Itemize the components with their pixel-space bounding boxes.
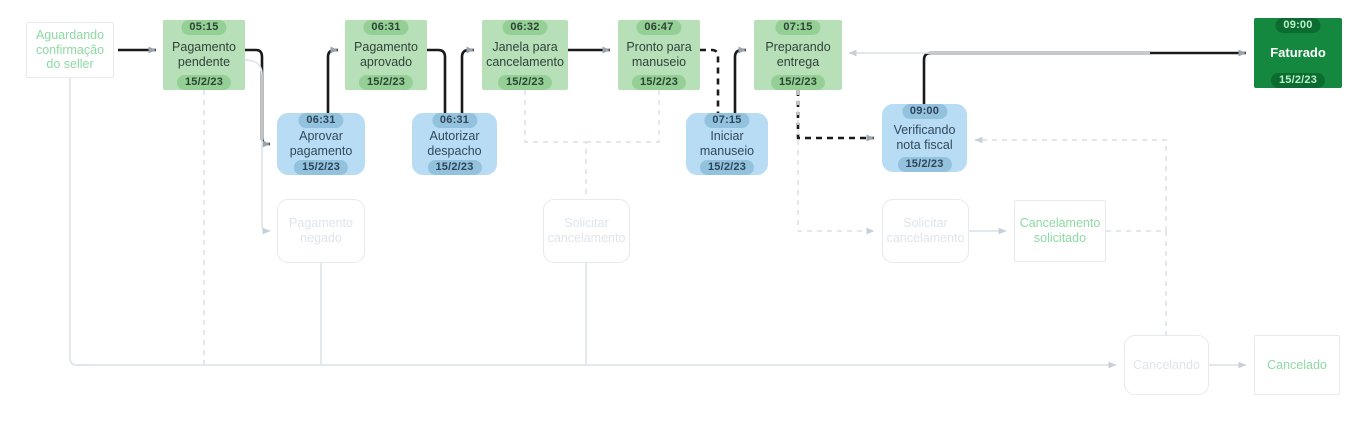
node-time-badge: 09:00: [1275, 18, 1321, 33]
node-time-badge: 06:31: [431, 113, 478, 128]
node-label: Cancelado: [1267, 357, 1327, 372]
connector-e-aprovar-to-pagamento-aprovado: [326, 46, 339, 113]
connector-e-iniciar-to-preparando: [733, 46, 747, 113]
node-label: Pagamento negado: [289, 216, 353, 245]
connector-e-pagamento-pendente-to-aprovar: [245, 48, 271, 148]
connector-e-pagamento-pendente-to-negado: [244, 59, 271, 235]
connector-e-pronto-to-iniciar: [700, 48, 720, 113]
node-time-badge: 06:31: [298, 113, 344, 128]
node-date-badge: 15/2/23: [631, 75, 687, 90]
connector-e-janela-dashed-drop: [524, 90, 587, 199]
node-cancelamento-solicitado[interactable]: Cancelamento solicitado: [1014, 200, 1106, 262]
connector-e-verificando-to-faturado: [922, 49, 1247, 104]
node-aguardando-confirmacao-do-seller[interactable]: Aguardando confirmação do seller: [26, 22, 114, 78]
node-label: Pagamento aprovado: [354, 40, 418, 69]
node-time-badge: 05:15: [181, 20, 227, 35]
connector-e-autorizar-to-janela: [460, 46, 475, 113]
node-time-badge: 07:15: [704, 113, 750, 128]
connector-e-seller-drop-to-bus: [69, 78, 90, 366]
node-label: Solicitar cancelamento: [886, 216, 965, 245]
node-label: Cancelamento solicitado: [1019, 216, 1101, 245]
node-date-badge: 15/2/23: [1270, 73, 1326, 88]
node-time-badge: 06:31: [363, 20, 409, 35]
node-date-badge: 15/2/23: [699, 160, 755, 175]
connector-e-pagamento-aprovado-to-autorizar: [427, 48, 447, 113]
node-date-badge: 15/2/23: [293, 160, 349, 175]
node-date-badge: 15/2/23: [770, 75, 826, 90]
node-label: Cancelando: [1133, 357, 1200, 372]
node-date-badge: 15/2/23: [427, 160, 482, 175]
node-label: Janela para cancelamento: [486, 40, 564, 69]
node-date-badge: 15/2/23: [358, 75, 414, 90]
connector-e-preparando-dashed-drop: [797, 90, 875, 235]
node-cancelando[interactable]: Cancelando: [1124, 335, 1209, 395]
node-label: Autorizar despacho: [427, 129, 482, 158]
node-date-badge: 15/2/23: [897, 157, 952, 172]
node-time-badge: 09:00: [901, 104, 948, 119]
node-time-badge: 07:15: [775, 20, 821, 35]
node-time-badge: 06:32: [502, 20, 548, 35]
node-label: Pronto para manuseio: [626, 40, 692, 69]
node-time-badge: 06:47: [636, 20, 682, 35]
node-label: Faturado: [1270, 45, 1326, 61]
node-cancelado[interactable]: Cancelado: [1254, 335, 1340, 395]
node-label: Verificando nota fiscal: [893, 123, 956, 152]
node-date-badge: 15/2/23: [176, 75, 232, 90]
node-label: Iniciar manuseio: [699, 129, 755, 158]
node-label: Aguardando confirmação do seller: [35, 27, 105, 72]
node-pagamento-negado[interactable]: Pagamento negado: [277, 199, 365, 263]
node-solicitar-cancelamento-2[interactable]: Solicitar cancelamento: [882, 199, 969, 263]
node-label: Preparando entrega: [765, 40, 831, 69]
node-date-badge: 15/2/23: [497, 75, 553, 90]
node-solicitar-cancelamento-1[interactable]: Solicitar cancelamento: [543, 199, 630, 263]
node-label: Pagamento pendente: [172, 40, 236, 69]
connector-e-preparando-to-verificando: [796, 90, 875, 142]
node-label: Aprovar pagamento: [289, 129, 353, 158]
node-label: Solicitar cancelamento: [547, 216, 626, 245]
connector-e-pronto-dashed-drop: [586, 90, 660, 143]
